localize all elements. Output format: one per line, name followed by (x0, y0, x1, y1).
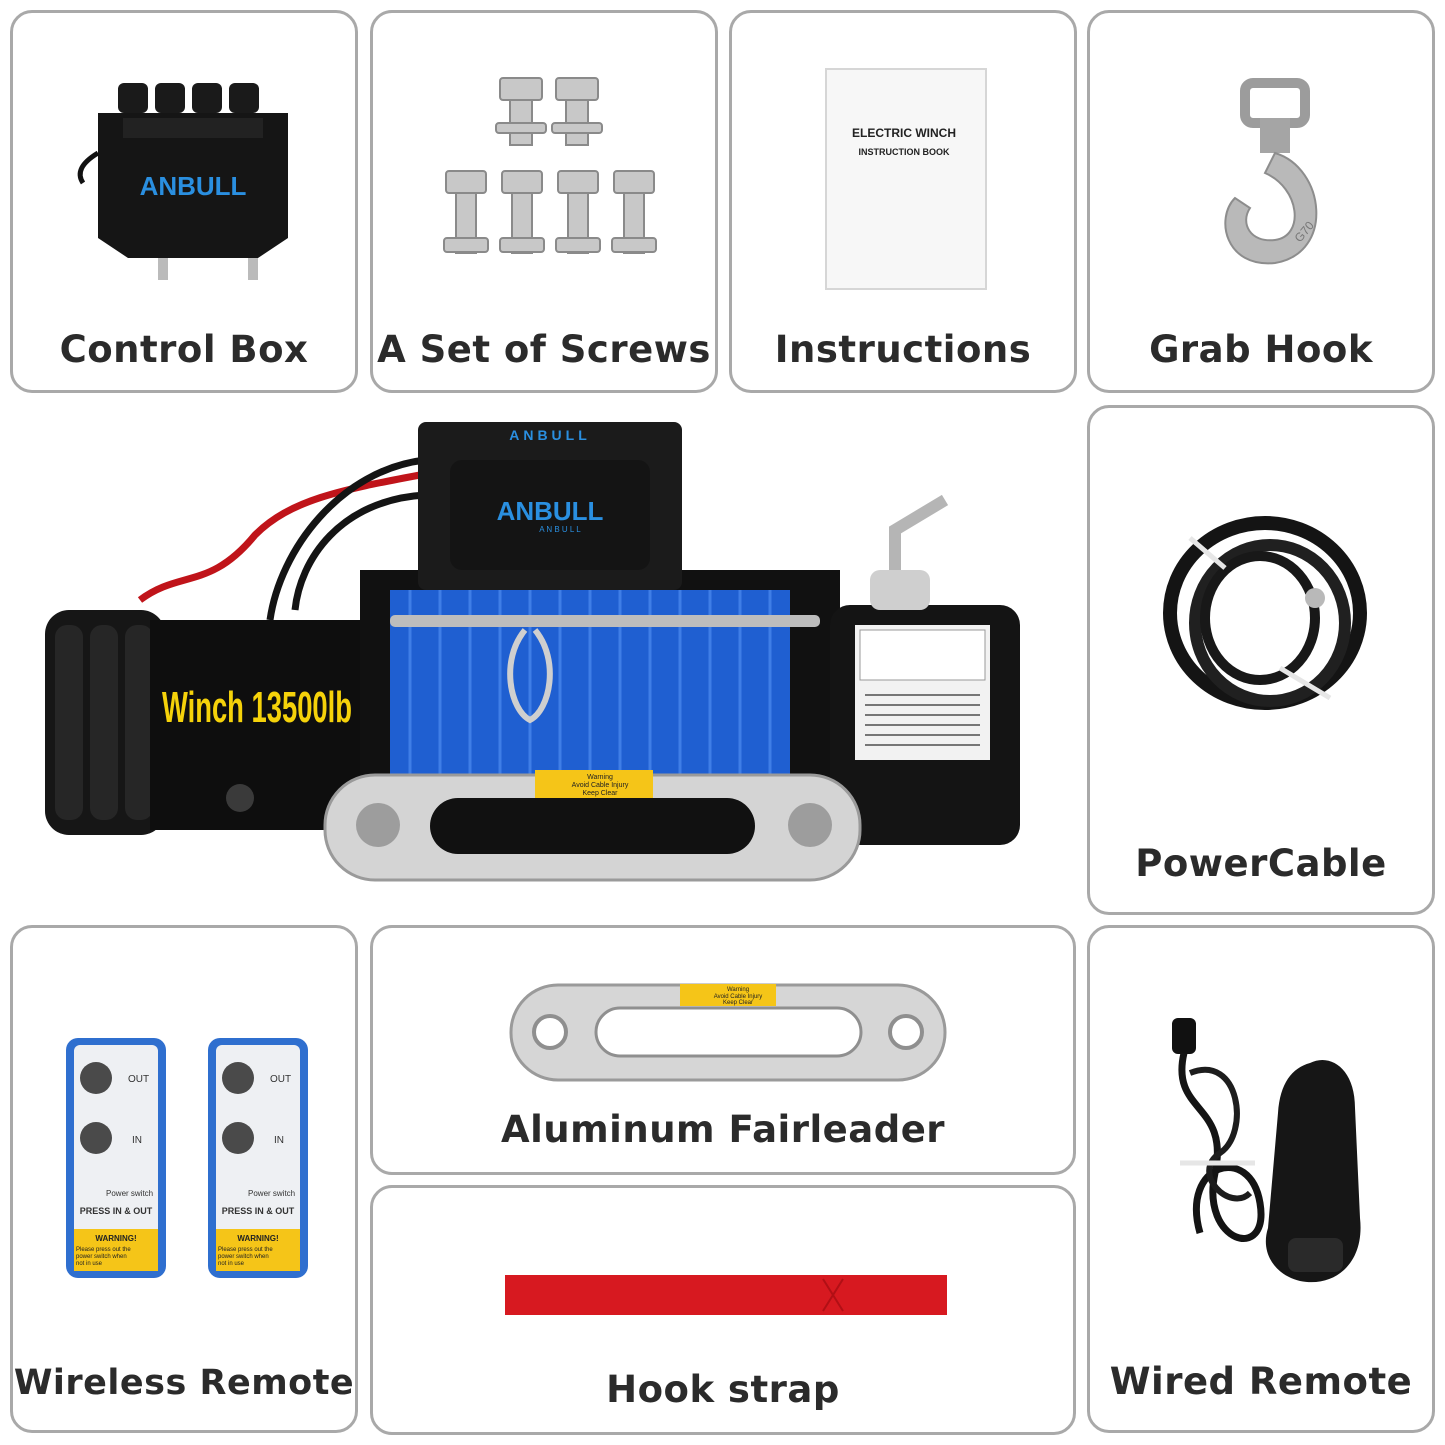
winch-warning-2: Avoid Cable Injury (572, 782, 629, 789)
remote-1-warning-1: Please press out the (76, 1247, 131, 1253)
grab-hook-image: G70 (1224, 78, 1318, 265)
remote-1-press: PRESS IN & OUT (80, 1206, 153, 1216)
remote-2-press: PRESS IN & OUT (222, 1206, 295, 1216)
power-cable-image (1163, 516, 1367, 710)
screws-image (443, 77, 657, 254)
fairleader-card: Warning Avoid Cable Injury Keep Clear Al… (370, 925, 1076, 1175)
winch-image: Winch 13500lb ANBULL ANBULL A N B U L L … (45, 422, 1020, 882)
hook-strap-label: Hook strap (606, 1368, 840, 1411)
remote-2-out: OUT (270, 1074, 291, 1085)
fairleader-warning-1: Warning (727, 987, 749, 993)
winch-warning-3: Keep Clear (582, 790, 618, 797)
remote-1-out: OUT (128, 1074, 149, 1085)
instruction-book-image: ELECTRIC WINCH INSTRUCTION BOOK (825, 68, 987, 290)
screws-label: A Set of Screws (377, 328, 711, 371)
remote-2-warning-3: not in use (218, 1261, 245, 1267)
remote-2-warning-1: Please press out the (218, 1247, 273, 1253)
wireless-remote-card: OUT IN Power switch PRESS IN & OUT WARNI… (10, 925, 358, 1433)
remote-2-in: IN (274, 1135, 284, 1146)
winch-brand: ANBULL (497, 496, 604, 526)
remote-1-power-switch: Power switch (106, 1189, 153, 1198)
control-box-label: Control Box (59, 328, 309, 371)
remote-1-warning-3: not in use (76, 1261, 103, 1267)
wireless-remote-label: Wireless Remote (13, 1363, 355, 1403)
remote-1-warning-title: WARNING! (95, 1234, 136, 1243)
fairleader-label: Aluminum Fairleader (500, 1108, 946, 1151)
power-cable-card: PowerCable (1087, 405, 1435, 915)
wireless-remote-image: OUT IN Power switch PRESS IN & OUT WARNI… (66, 1038, 308, 1278)
instruction-book-subtitle: INSTRUCTION BOOK (859, 147, 950, 157)
remote-2-power-switch: Power switch (248, 1189, 295, 1198)
instruction-book-title: ELECTRIC WINCH (852, 126, 956, 140)
fairleader-image: Warning Avoid Cable Injury Keep Clear (509, 983, 947, 1082)
fairleader-warning-2: Avoid Cable Injury (714, 994, 763, 1000)
instructions-card: ELECTRIC WINCH INSTRUCTION BOOK Instruct… (729, 10, 1077, 393)
remote-2-warning-title: WARNING! (237, 1234, 278, 1243)
wired-remote-image (1172, 1018, 1361, 1283)
winch-brand-top: ANBULL (509, 427, 591, 443)
hook-strap-card: Hook strap (370, 1185, 1076, 1435)
winch-warning-1: Warning (587, 774, 613, 781)
winch-brand-small: A N B U L L (539, 525, 581, 534)
control-box-image: ANBULL (77, 83, 288, 280)
screws-card: A Set of Screws (370, 10, 718, 393)
power-cable-label: PowerCable (1135, 842, 1387, 885)
grab-hook-card: G70 Grab Hook (1087, 10, 1435, 393)
control-box-card: ANBULL Control Box (10, 10, 358, 393)
remote-2-warning-2: power switch when (218, 1254, 269, 1260)
grab-hook-label: Grab Hook (1149, 328, 1373, 371)
remote-1-warning-2: power switch when (76, 1254, 127, 1260)
remote-1-in: IN (132, 1135, 142, 1146)
wired-remote-card: Wired Remote (1087, 925, 1435, 1433)
hook-strap-image (505, 1275, 947, 1315)
wired-remote-label: Wired Remote (1109, 1360, 1413, 1403)
instructions-label: Instructions (774, 328, 1032, 371)
winch-model-text: Winch 13500lb (162, 683, 352, 732)
control-box-brand: ANBULL (140, 171, 247, 201)
fairleader-warning-3: Keep Clear (723, 1000, 753, 1006)
